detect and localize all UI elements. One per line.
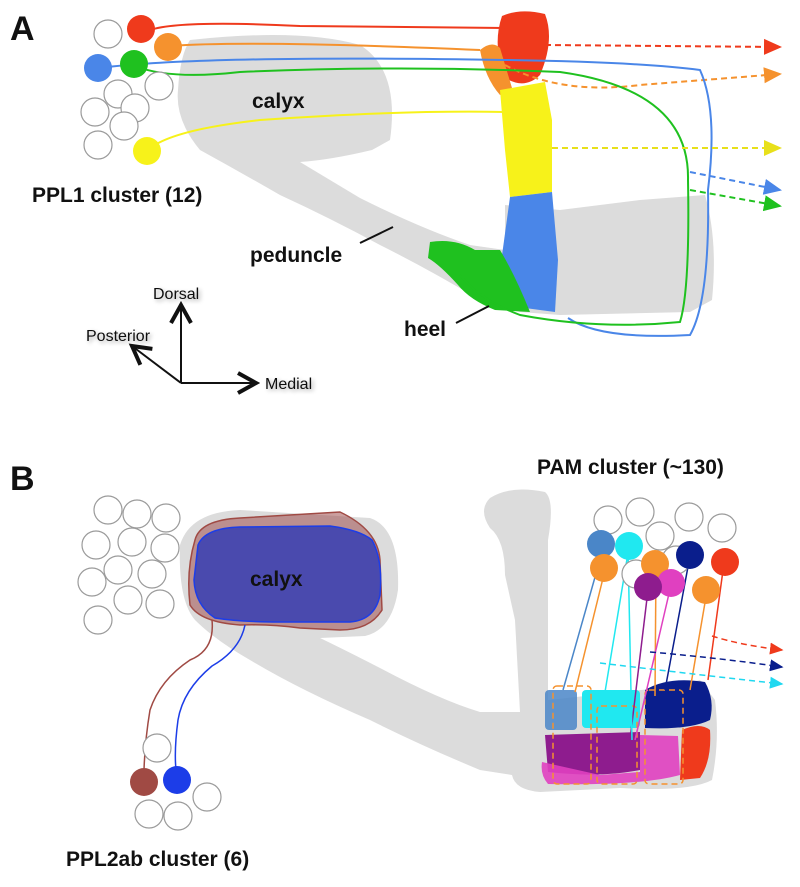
empty-cell bbox=[83, 605, 113, 635]
pam-neuron-navy bbox=[676, 541, 704, 569]
pam-neuron-orange bbox=[590, 554, 618, 582]
panel-a-letter: A bbox=[10, 10, 35, 48]
calyx-fill-b bbox=[193, 525, 382, 623]
panel-b-letter: B bbox=[10, 460, 35, 498]
orientation-axes bbox=[132, 305, 256, 383]
empty-cell bbox=[77, 567, 107, 597]
calyx-label-b: calyx bbox=[250, 568, 303, 591]
dorsal-label: Dorsal bbox=[153, 286, 199, 303]
ppl2-empty-cells bbox=[77, 495, 222, 831]
empty-cell bbox=[117, 527, 147, 557]
ppl1-neuron-green bbox=[120, 50, 148, 78]
heel-segment-green bbox=[428, 241, 530, 312]
ppl2-neuron-brown bbox=[130, 768, 158, 796]
pam-neuron-orange bbox=[641, 550, 669, 578]
empty-cell bbox=[80, 97, 110, 127]
empty-cell bbox=[93, 19, 123, 49]
compartment-purple bbox=[545, 732, 640, 775]
ppl1-cluster bbox=[80, 19, 174, 160]
peduncle-pointer bbox=[359, 226, 394, 244]
ppl1-neuron-red bbox=[127, 15, 155, 43]
ppl1-cluster-label: PPL1 cluster (12) bbox=[32, 184, 202, 207]
empty-cell bbox=[103, 555, 133, 585]
posterior-arrow bbox=[132, 346, 182, 384]
empty-cell bbox=[142, 733, 172, 763]
empty-cell bbox=[192, 782, 222, 812]
empty-cell bbox=[137, 559, 167, 589]
empty-cell bbox=[109, 111, 139, 141]
peduncle-label: peduncle bbox=[250, 244, 342, 267]
empty-cell bbox=[645, 521, 675, 551]
heel-label: heel bbox=[404, 318, 446, 341]
medial-label: Medial bbox=[265, 376, 312, 393]
empty-cell bbox=[113, 585, 143, 615]
panel-b: B calyx bbox=[10, 456, 784, 871]
heel-pointer bbox=[455, 305, 490, 324]
ppl2ab-cluster-label: PPL2ab cluster (6) bbox=[66, 848, 249, 871]
pam-neuron-cyan bbox=[615, 532, 643, 560]
pam-cluster-label: PAM cluster (~130) bbox=[537, 456, 724, 479]
ppl1-neuron-blue bbox=[84, 54, 112, 82]
pam-neuron-orange bbox=[692, 576, 720, 604]
lobe-segment-red bbox=[497, 11, 549, 84]
empty-cell bbox=[593, 505, 623, 535]
empty-cell bbox=[145, 589, 175, 619]
empty-cell bbox=[150, 533, 180, 563]
projection-lines-a bbox=[99, 22, 782, 337]
lobe-segment-yellow bbox=[500, 82, 552, 197]
empty-cell bbox=[81, 530, 111, 560]
mushroom-body-a bbox=[177, 35, 714, 315]
ppl1-neuron-yellow bbox=[133, 137, 161, 165]
posterior-label: Posterior bbox=[86, 328, 151, 345]
empty-cell bbox=[93, 495, 123, 525]
ppl1-neuron-orange bbox=[154, 33, 182, 61]
empty-cell bbox=[625, 497, 655, 527]
empty-cell bbox=[674, 502, 704, 532]
compartment-steel-blue bbox=[545, 690, 577, 730]
pam-neuron-red bbox=[711, 548, 739, 576]
empty-cell bbox=[144, 71, 174, 101]
empty-cell bbox=[163, 801, 193, 831]
ppl2-neuron-blue bbox=[163, 766, 191, 794]
empty-cell bbox=[134, 799, 164, 829]
empty-cell bbox=[122, 499, 152, 529]
calyx-label-a: calyx bbox=[252, 90, 305, 113]
pam-neuron-magenta bbox=[657, 569, 685, 597]
compartment-red bbox=[680, 726, 711, 780]
compartment-navy bbox=[645, 680, 712, 729]
pam-compartment-outlines bbox=[552, 685, 684, 785]
empty-cell bbox=[707, 513, 737, 543]
empty-cell bbox=[151, 503, 181, 533]
pam-neuron-purple bbox=[634, 573, 662, 601]
panel-a: A bbox=[10, 10, 782, 393]
empty-cell bbox=[83, 130, 113, 160]
pam-neuron-steel-blue bbox=[587, 530, 615, 558]
